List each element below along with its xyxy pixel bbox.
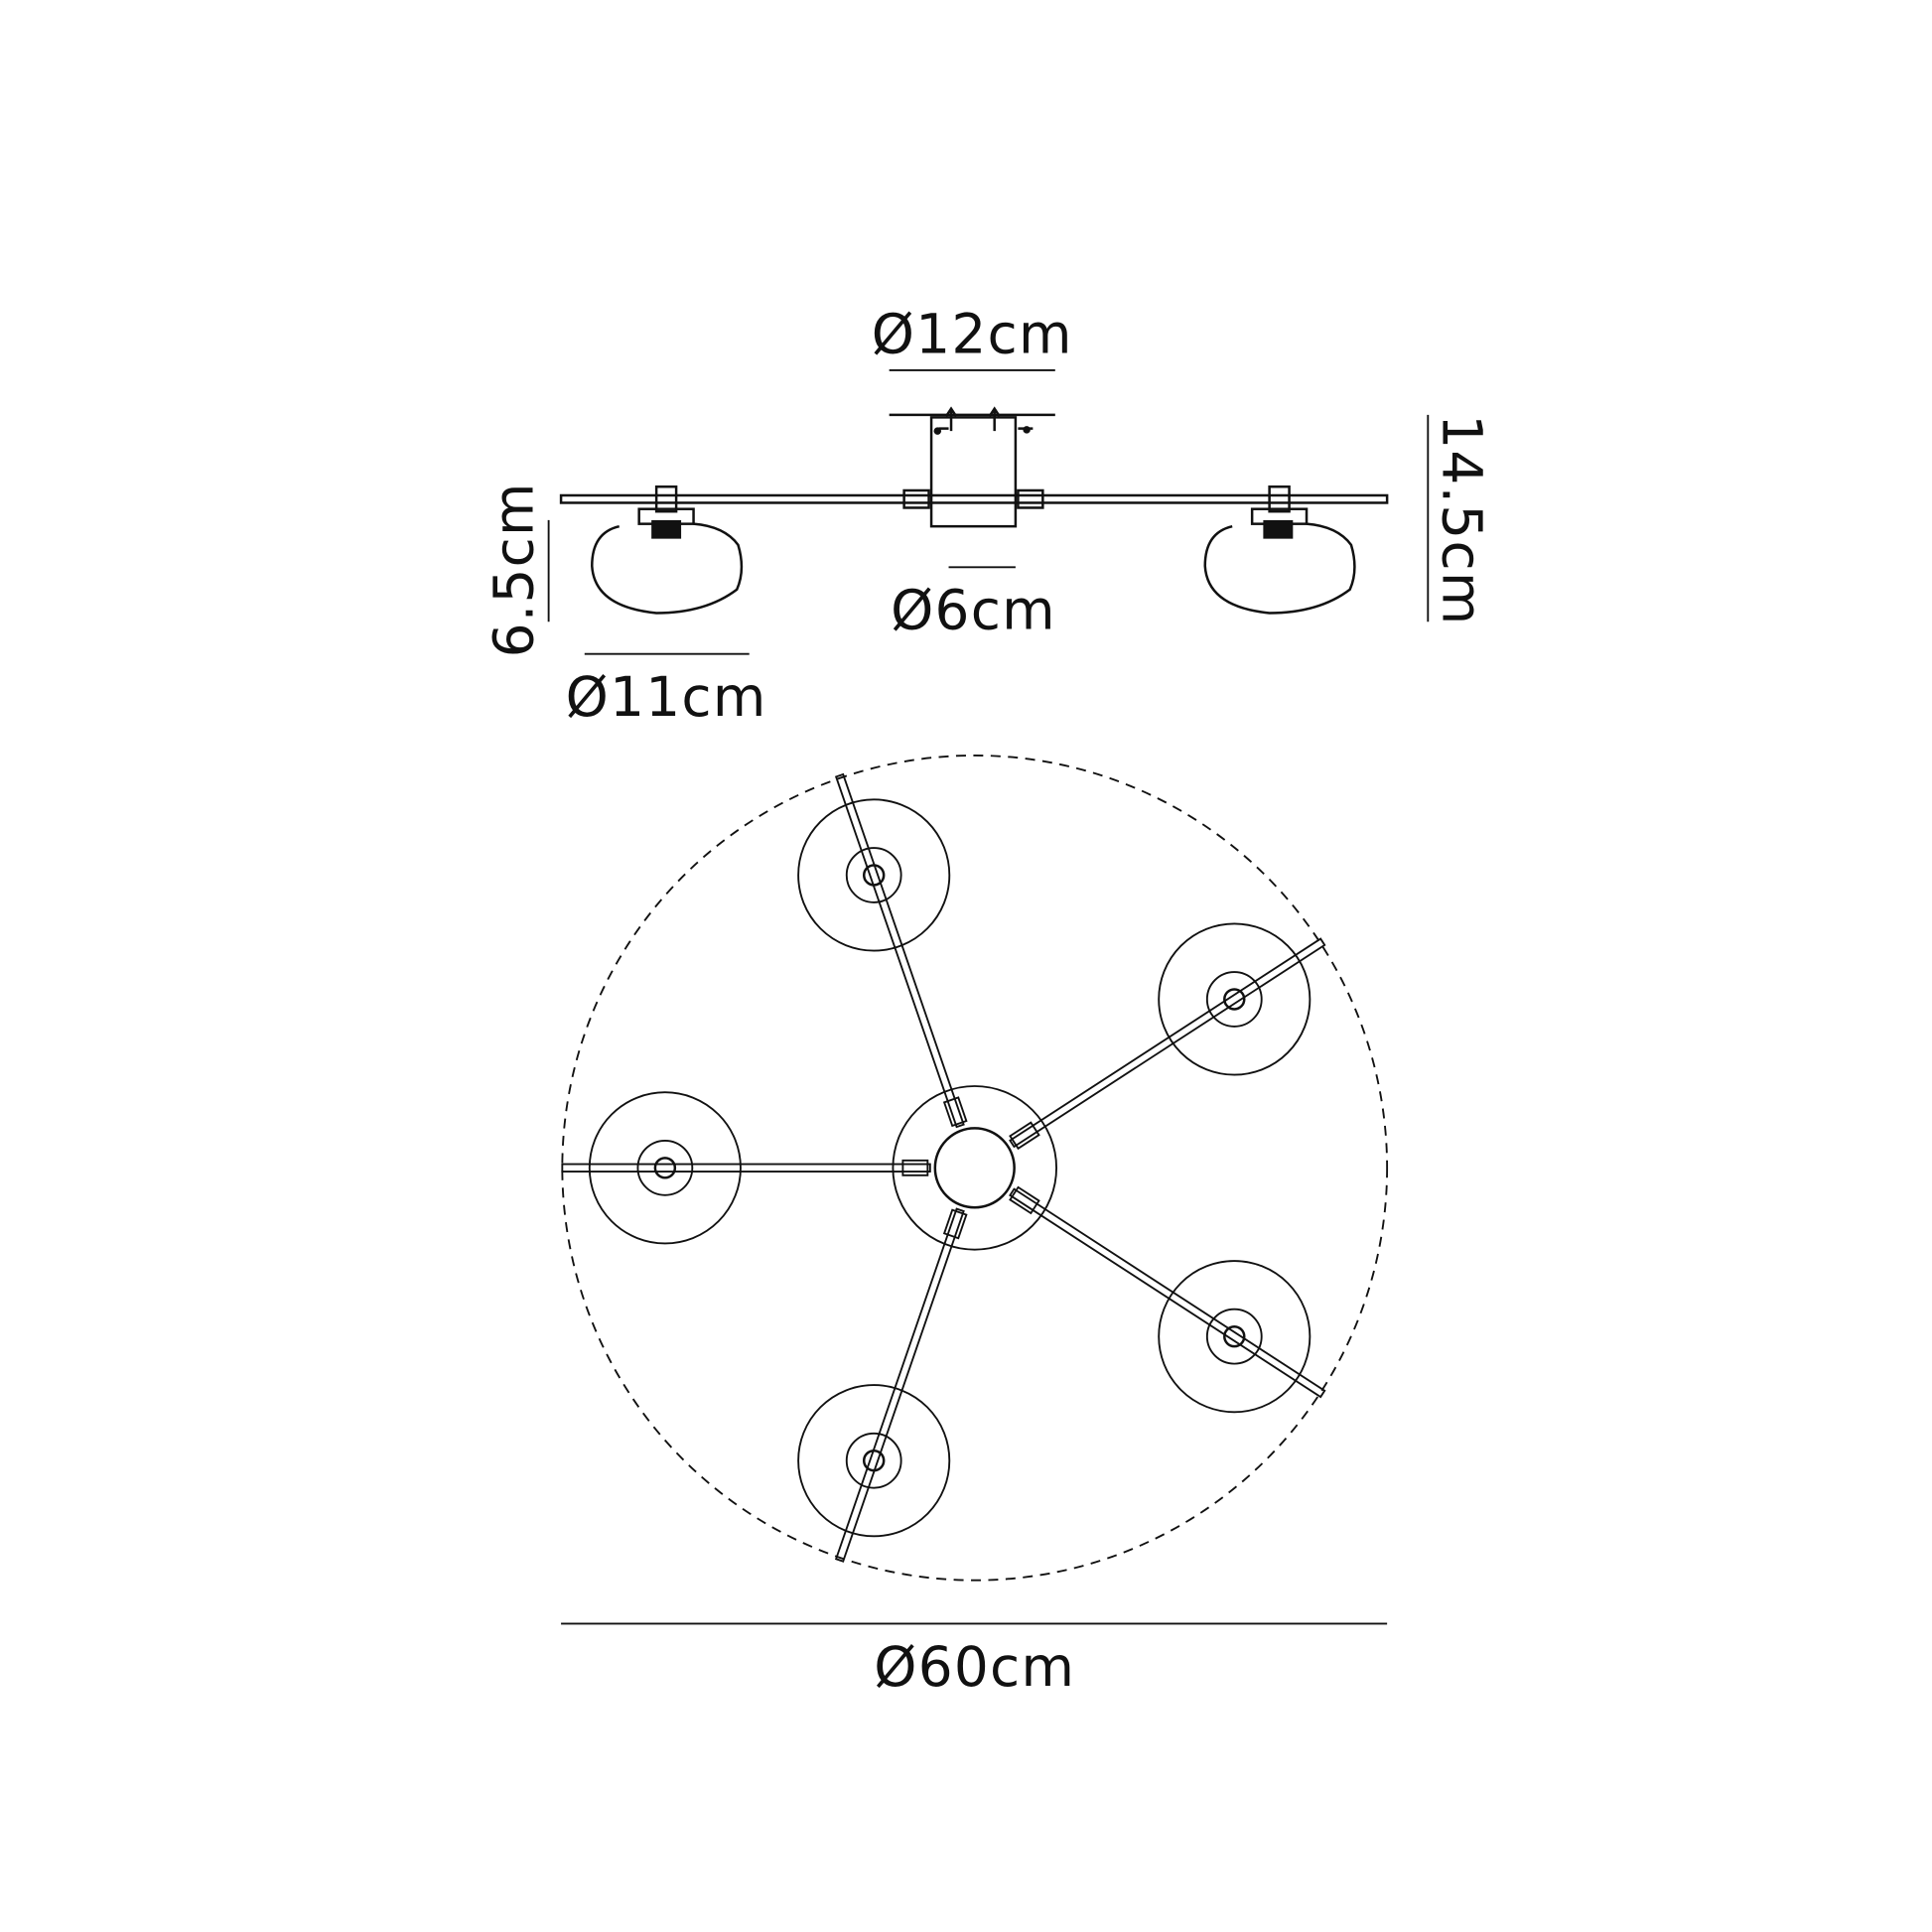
mounting-screws <box>933 406 1034 435</box>
bulb-holder <box>653 1157 677 1179</box>
shade-outline <box>588 1091 742 1245</box>
shade-inner-ring <box>845 1432 902 1489</box>
arm-connector <box>942 1096 968 1128</box>
bulb-holder <box>862 864 886 887</box>
bulb-holder <box>1223 1324 1246 1348</box>
shade-inner-ring <box>845 847 902 903</box>
shade-inner-ring <box>1205 1308 1263 1365</box>
central-body-circle <box>933 1127 1016 1209</box>
overall-diameter-label: Ø60cm <box>874 1635 1075 1699</box>
shade-outline <box>797 1384 951 1538</box>
arm-connector <box>1009 1121 1040 1151</box>
arm-3 <box>561 1091 931 1245</box>
shade-outline <box>1158 922 1311 1076</box>
plan-view <box>561 755 1389 1582</box>
arm-connector-right <box>1017 488 1044 509</box>
arm-connector <box>1009 1185 1040 1215</box>
shade-inner-ring <box>636 1139 694 1196</box>
canopy-circle <box>892 1085 1057 1251</box>
arm-connector <box>901 1159 929 1176</box>
arm-rod <box>561 1163 931 1173</box>
arm-5 <box>797 1207 968 1563</box>
overall-footprint-circle <box>561 755 1389 1582</box>
arm-rod <box>559 493 1389 504</box>
shade-left <box>591 484 744 615</box>
arm-4 <box>1009 1185 1326 1414</box>
bulb-holder <box>862 1449 886 1472</box>
bulb-holder <box>1223 988 1246 1011</box>
arm-rod <box>834 1207 965 1563</box>
total-height-label: 14.5cm <box>1430 414 1493 625</box>
arm-connector <box>942 1208 968 1240</box>
arm-rod <box>834 772 965 1129</box>
shade-outline <box>797 798 951 952</box>
arm-1 <box>797 772 968 1129</box>
side-view: Ø12cm Ø6cm 6.5cm Ø11cm 14.5cm <box>482 303 1493 729</box>
shade-inner-ring <box>1205 971 1263 1028</box>
shade-right <box>1203 484 1356 615</box>
shade-diameter-label: Ø11cm <box>566 665 767 729</box>
central-body <box>929 416 1018 528</box>
arm-rod <box>1009 937 1326 1149</box>
arm-rod <box>1009 1187 1326 1399</box>
body-diameter-label: Ø6cm <box>891 579 1056 642</box>
arm-connector-left <box>902 488 930 509</box>
shade-height-label: 6.5cm <box>482 482 545 657</box>
shade-outline <box>1158 1260 1311 1414</box>
canopy-diameter-label: Ø12cm <box>872 303 1073 366</box>
arm-2 <box>1009 922 1326 1151</box>
